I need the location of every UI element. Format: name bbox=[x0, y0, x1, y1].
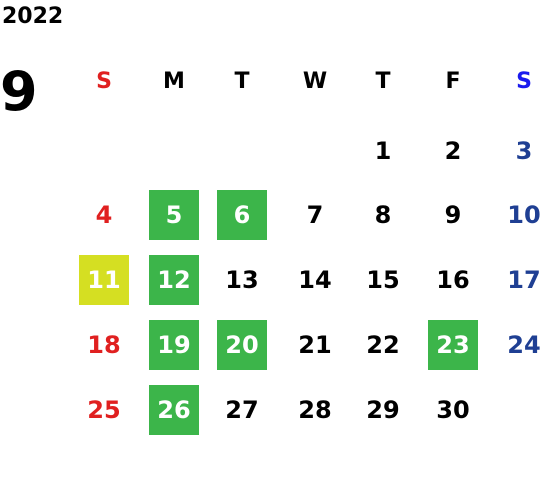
day-cell-4[interactable]: 4 bbox=[95, 201, 113, 229]
day-cell-1[interactable]: 1 bbox=[374, 137, 392, 165]
day-cell-16[interactable]: 16 bbox=[436, 266, 470, 294]
day-cell-23[interactable]: 23 bbox=[428, 320, 478, 370]
weekday-header-sat: S bbox=[516, 68, 532, 94]
day-cell-9[interactable]: 9 bbox=[444, 201, 462, 229]
month-number: 9 bbox=[0, 60, 38, 123]
day-cell-22[interactable]: 22 bbox=[366, 331, 400, 359]
day-cell-7[interactable]: 7 bbox=[306, 201, 324, 229]
day-cell-18[interactable]: 18 bbox=[87, 331, 121, 359]
day-cell-27[interactable]: 27 bbox=[225, 396, 259, 424]
day-cell-5[interactable]: 5 bbox=[149, 190, 199, 240]
weekday-header-wed: W bbox=[302, 68, 328, 94]
weekday-header-tue: T bbox=[234, 68, 250, 94]
day-cell-11[interactable]: 11 bbox=[79, 255, 129, 305]
day-cell-20[interactable]: 20 bbox=[217, 320, 267, 370]
day-cell-28[interactable]: 28 bbox=[298, 396, 332, 424]
day-cell-10[interactable]: 10 bbox=[507, 201, 541, 229]
year-label: 2022 bbox=[2, 4, 64, 29]
day-cell-12[interactable]: 12 bbox=[149, 255, 199, 305]
day-cell-30[interactable]: 30 bbox=[436, 396, 470, 424]
day-cell-24[interactable]: 24 bbox=[507, 331, 541, 359]
day-cell-6[interactable]: 6 bbox=[217, 190, 267, 240]
day-cell-19[interactable]: 19 bbox=[149, 320, 199, 370]
weekday-header-fri: F bbox=[445, 68, 461, 94]
day-cell-2[interactable]: 2 bbox=[444, 137, 462, 165]
day-cell-26[interactable]: 26 bbox=[149, 385, 199, 435]
day-cell-25[interactable]: 25 bbox=[87, 396, 121, 424]
day-cell-8[interactable]: 8 bbox=[374, 201, 392, 229]
day-cell-29[interactable]: 29 bbox=[366, 396, 400, 424]
day-cell-21[interactable]: 21 bbox=[298, 331, 332, 359]
day-cell-13[interactable]: 13 bbox=[225, 266, 259, 294]
day-cell-3[interactable]: 3 bbox=[515, 137, 533, 165]
weekday-header-sun: S bbox=[96, 68, 112, 94]
day-cell-14[interactable]: 14 bbox=[298, 266, 332, 294]
day-cell-17[interactable]: 17 bbox=[507, 266, 541, 294]
day-cell-15[interactable]: 15 bbox=[366, 266, 400, 294]
weekday-header-mon: M bbox=[163, 68, 185, 94]
weekday-header-thu: T bbox=[375, 68, 391, 94]
